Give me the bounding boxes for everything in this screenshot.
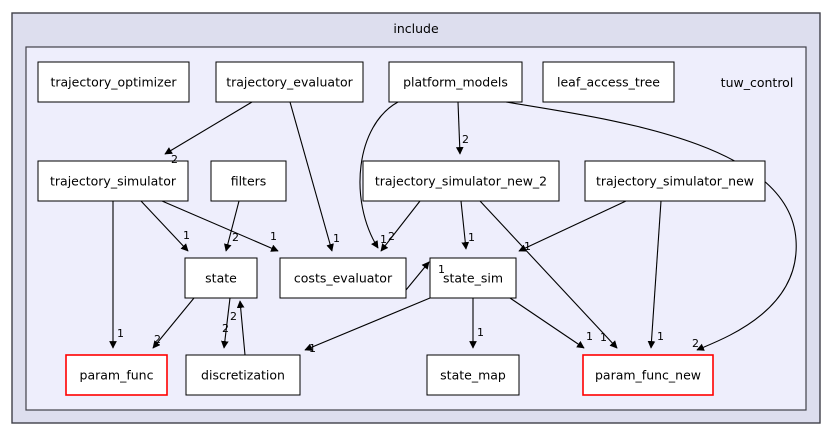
edge-label: 2 xyxy=(222,322,229,335)
node-box[interactable] xyxy=(426,354,520,396)
node-state_sim[interactable]: state_sim xyxy=(429,257,517,299)
edge-label: 1 xyxy=(438,263,445,276)
edge-label: 1 xyxy=(183,229,190,242)
edge-filters-to-state xyxy=(224,200,240,252)
edge-platform_models-to-costs_evaluator xyxy=(359,101,399,249)
node-trajectory_optimizer[interactable]: trajectory_optimizer xyxy=(37,61,190,103)
node-label: trajectory_simulator xyxy=(50,174,177,189)
edge-label: 2 xyxy=(462,133,469,146)
node-box[interactable] xyxy=(65,354,168,396)
node-box[interactable] xyxy=(37,61,190,103)
edge-state-to-param_func xyxy=(152,297,195,349)
node-trajectory_evaluator[interactable]: trajectory_evaluator xyxy=(215,61,364,103)
node-box[interactable] xyxy=(388,61,523,103)
node-label: filters xyxy=(231,174,267,189)
node-label: state_sim xyxy=(443,271,503,286)
edge-layer xyxy=(109,100,797,356)
edge-label: 1 xyxy=(586,330,593,343)
edge-label: 1 xyxy=(117,327,124,340)
edge-label: 1 xyxy=(309,342,316,355)
node-trajectory_simulator[interactable]: trajectory_simulator xyxy=(37,160,189,202)
edge-trajectory_simulator-to-state xyxy=(140,200,189,252)
node-box[interactable] xyxy=(185,354,301,396)
node-box[interactable] xyxy=(210,160,287,202)
node-label: trajectory_simulator_new_2 xyxy=(375,174,547,189)
node-label: param_func xyxy=(80,368,154,383)
node-label: param_func_new xyxy=(595,368,701,383)
edge-trajectory_simulator_new-to-state_sim xyxy=(518,200,627,252)
node-box[interactable] xyxy=(184,257,258,299)
node-box[interactable] xyxy=(37,160,189,202)
edge-label: 1 xyxy=(600,331,607,344)
node-filters[interactable]: filters xyxy=(210,160,287,202)
edge-trajectory_simulator_new_2-to-state_sim xyxy=(460,200,470,250)
edge-trajectory_simulator-to-costs_evaluator xyxy=(161,200,279,252)
edge-trajectory_evaluator-to-costs_evaluator xyxy=(289,101,334,252)
node-box[interactable] xyxy=(215,61,364,103)
node-label: state xyxy=(205,271,237,286)
outer-cluster-label: include xyxy=(393,21,439,36)
inner-cluster-label: tuw_control xyxy=(721,75,794,90)
edge-discretization-to-state xyxy=(236,300,246,356)
edge-costs_evaluator-to-state_sim xyxy=(405,261,430,291)
node-label: state_map xyxy=(440,368,506,383)
edge-label: 1 xyxy=(270,230,277,243)
node-label: trajectory_simulator_new xyxy=(596,174,754,189)
node-box[interactable] xyxy=(362,160,560,202)
edge-state-to-discretization xyxy=(221,297,231,349)
node-param_func_new[interactable]: param_func_new xyxy=(582,354,714,396)
node-trajectory_simulator_new[interactable]: trajectory_simulator_new xyxy=(584,160,766,202)
edge-label: 1 xyxy=(657,330,664,343)
inner-cluster-tuw-control xyxy=(25,46,807,411)
edge-state_sim-to-discretization xyxy=(304,297,431,351)
edge-label: 2 xyxy=(232,231,239,244)
edge-trajectory_simulator_new_2-to-costs_evaluator xyxy=(380,200,421,252)
edge-label: 1 xyxy=(524,240,531,253)
edge-label: 1 xyxy=(380,233,387,246)
edge-label: 2 xyxy=(154,333,161,346)
node-costs_evaluator[interactable]: costs_evaluator xyxy=(279,257,407,299)
edge-label: 2 xyxy=(171,153,178,166)
edge-label: 2 xyxy=(388,230,395,243)
edge-trajectory_simulator_new_2-to-param_func_new xyxy=(479,200,618,349)
node-platform_models[interactable]: platform_models xyxy=(388,61,523,103)
node-state[interactable]: state xyxy=(184,257,258,299)
node-box[interactable] xyxy=(429,257,517,299)
node-state_map[interactable]: state_map xyxy=(426,354,520,396)
node-label: platform_models xyxy=(403,75,508,90)
node-box[interactable] xyxy=(584,160,766,202)
edge-trajectory_simulator_new-to-param_func_new xyxy=(647,200,662,349)
node-label: costs_evaluator xyxy=(294,271,393,286)
node-box[interactable] xyxy=(542,61,675,103)
node-label: trajectory_optimizer xyxy=(50,75,177,90)
node-box[interactable] xyxy=(279,257,407,299)
node-layer: trajectory_optimizer trajectory_evaluator… xyxy=(37,61,766,396)
node-label: trajectory_evaluator xyxy=(226,75,353,90)
node-param_func[interactable]: param_func xyxy=(65,354,168,396)
node-box[interactable] xyxy=(582,354,714,396)
node-label: leaf_access_tree xyxy=(557,75,660,90)
edge-platform_models-to-param_func_new xyxy=(499,100,797,351)
edge-trajectory_evaluator-to-trajectory_simulator xyxy=(164,101,253,155)
edge-label: 1 xyxy=(477,326,484,339)
node-leaf_access_tree[interactable]: leaf_access_tree xyxy=(542,61,675,103)
edge-label: 1 xyxy=(468,231,475,244)
edge-label: 2 xyxy=(230,310,237,323)
edge-state_sim-to-param_func_new xyxy=(509,297,585,349)
node-label: discretization xyxy=(201,368,285,383)
edge-platform_models-to-trajectory_simulator_new_2 xyxy=(455,101,464,155)
edge-label: 1 xyxy=(333,232,340,245)
node-trajectory_simulator_new_2[interactable]: trajectory_simulator_new_2 xyxy=(362,160,560,202)
node-discretization[interactable]: discretization xyxy=(185,354,301,396)
edge-label: 2 xyxy=(692,337,699,350)
